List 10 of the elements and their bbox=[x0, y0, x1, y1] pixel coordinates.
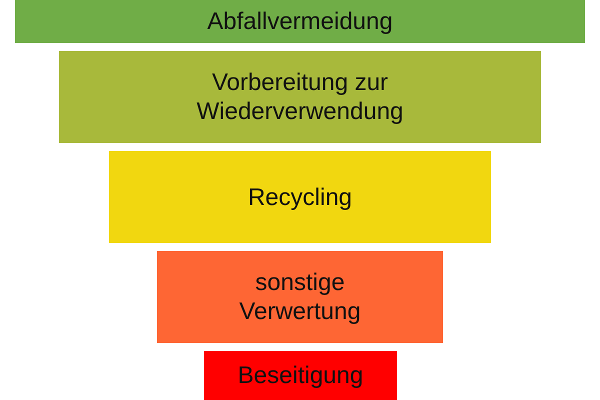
bar-label: sonstige Verwertung bbox=[238, 268, 362, 326]
bar-label: Beseitigung bbox=[238, 361, 364, 390]
bar-label: Vorbereitung zur Wiederverwendung bbox=[196, 68, 404, 126]
bar-label: Abfallvermeidung bbox=[207, 7, 393, 36]
bar-label: Recycling bbox=[248, 182, 352, 212]
hierarchy-bar bbox=[204, 351, 397, 400]
hierarchy-bar bbox=[15, 0, 585, 43]
hierarchy-bar bbox=[59, 51, 541, 143]
hierarchy-bar bbox=[109, 151, 491, 243]
hierarchy-bar bbox=[157, 251, 443, 343]
